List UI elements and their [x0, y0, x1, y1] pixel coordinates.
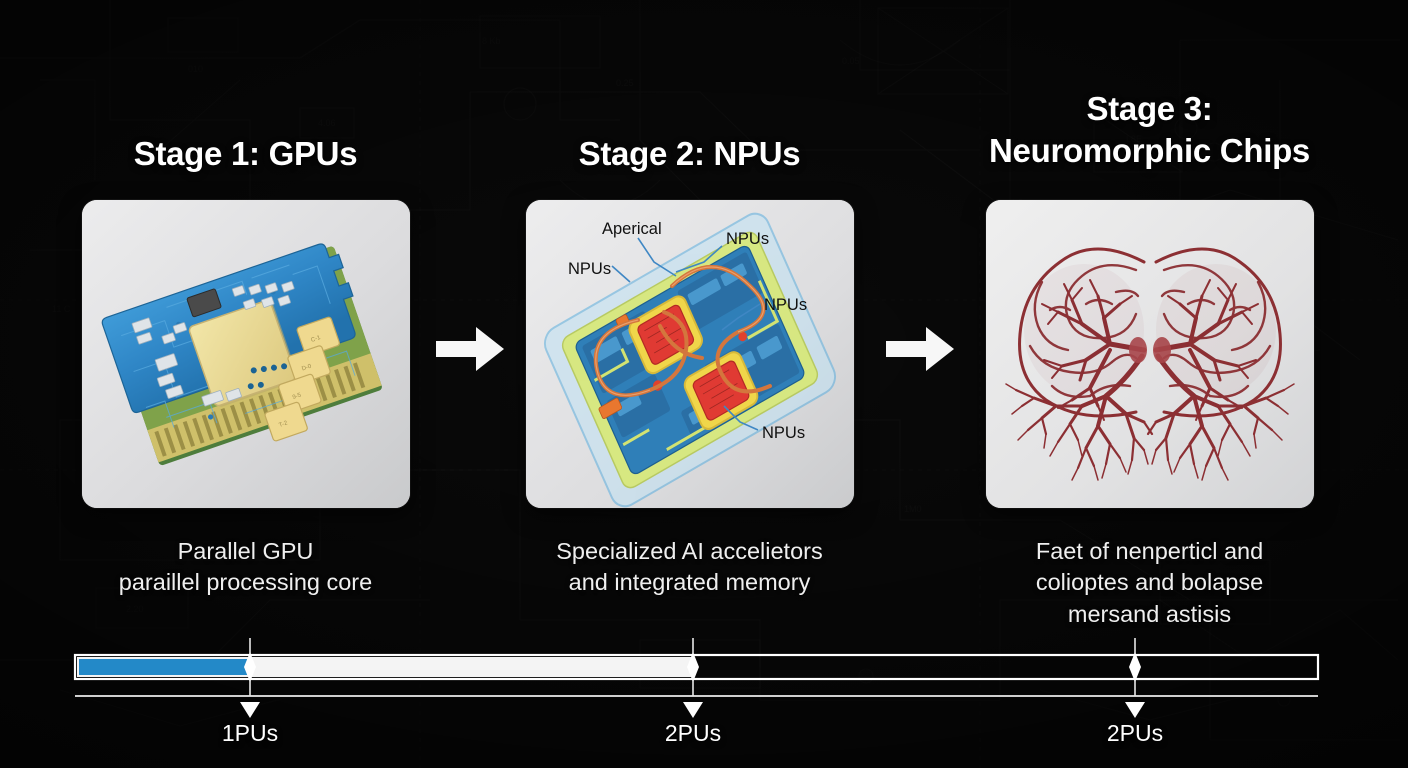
stage-3-caption-line-3: mersand astisis	[1067, 600, 1232, 627]
stage-3-title-line-2: Neuromorphic Chips	[989, 132, 1310, 170]
arrow-stage1-to-stage2	[434, 322, 506, 376]
stage-3-title: Stage 3: Neuromorphic Chips	[932, 88, 1367, 172]
timeline-label-1: 1PUs	[221, 720, 279, 746]
timeline-marker-1	[240, 638, 260, 718]
stage-2-caption: Specialized AI accelietors and integrate…	[482, 536, 897, 599]
annotation-aperical: Aperical	[602, 220, 662, 238]
stage-1-caption-line-1: Parallel GPU	[177, 538, 314, 564]
right-arrow-icon	[436, 327, 504, 371]
timeline-marker-2	[683, 638, 703, 718]
svg-text:C-1: C-1	[310, 335, 322, 344]
timeline-graphic	[73, 638, 1320, 718]
brain-vasculature-illustration	[985, 200, 1314, 508]
stage-3-title-line-1: Stage 3:	[1086, 90, 1213, 127]
timeline[interactable]: 1PUs 2PUs 2PUs	[0, 630, 1408, 768]
stage-1-caption: Parallel GPU paraillel processing core	[38, 536, 453, 599]
npu-chip-illustration: Aperical NPUs NPUs NPUs NPUs	[525, 200, 854, 508]
stage-1-title: Stage 1: GPUs	[133, 135, 358, 172]
stage-2-image-card: Aperical NPUs NPUs NPUs NPUs	[525, 200, 854, 508]
svg-text:D-0: D-0	[301, 363, 313, 372]
arrow-stage2-to-stage3	[884, 322, 956, 376]
timeline-label-3: 2PUs	[1106, 720, 1164, 746]
stage-3-caption: Faet of nenperticl and colioptes and bol…	[932, 536, 1367, 630]
timeline-label-2: 2PUs	[664, 720, 722, 746]
svg-text:9-5: 9-5	[291, 392, 302, 401]
stage-3-caption-line-1: Faet of nenperticl and	[1035, 538, 1264, 564]
stage-2-caption-line-2: and integrated memory	[568, 569, 811, 596]
timeline-track-outline	[73, 653, 1320, 681]
stage-3-image-card	[985, 200, 1314, 508]
stage-1-caption-line-2: paraillel processing core	[118, 569, 373, 596]
annotation-leader-lines	[610, 237, 760, 431]
timeline-fill-blue	[79, 659, 250, 675]
stage-3-caption-line-2: colioptes and bolapse	[1035, 569, 1264, 596]
timeline-marker-3	[1125, 638, 1145, 718]
stage-column-3: Stage 3: Neuromorphic Chips	[932, 0, 1367, 768]
stage-2-caption-line-1: Specialized AI accelietors	[556, 538, 823, 564]
annotation-npus-left: NPUs	[568, 260, 611, 278]
annotation-npus-top-right: NPUs	[726, 230, 769, 248]
annotation-npus-right: NPUs	[764, 296, 807, 314]
stage-column-2: Stage 2: NPUs	[482, 0, 897, 768]
gpu-card-illustration: C-1D-0 9-5T-2	[81, 200, 410, 508]
annotation-labels: Aperical NPUs NPUs NPUs NPUs	[568, 220, 807, 442]
stage-column-1: Stage 1: GPUs	[38, 0, 453, 768]
stage-2-title: Stage 2: NPUs	[578, 135, 801, 172]
right-arrow-icon	[886, 327, 954, 371]
svg-text:T-2: T-2	[278, 420, 289, 429]
annotation-npus-bottom-right: NPUs	[762, 424, 805, 442]
